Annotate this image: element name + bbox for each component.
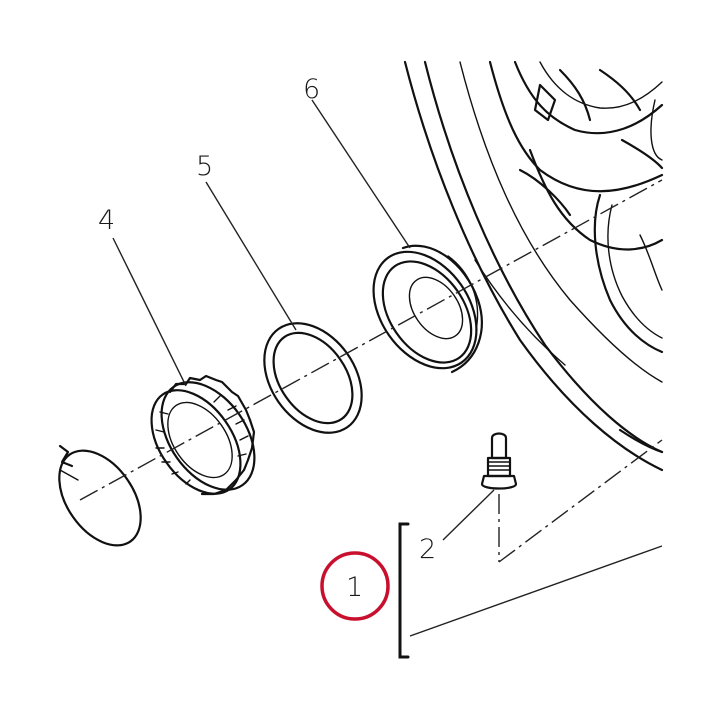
callout-6: 6 (303, 74, 320, 105)
part-2-valve (480, 432, 518, 490)
assembly-axes (79, 179, 663, 563)
callout-5: 5 (196, 151, 213, 182)
retaining-clip (58, 444, 142, 547)
leader-lines (112, 99, 663, 637)
wheel-rim (403, 60, 664, 472)
part-4-ring-nut (150, 374, 256, 496)
part-5-washer (263, 322, 363, 434)
callout-1: 1 (346, 572, 363, 603)
callout-2: 2 (419, 534, 436, 565)
callout-4: 4 (98, 205, 115, 236)
part-6-flanged-spacer (372, 244, 483, 374)
group-bracket (398, 522, 410, 659)
highlight-circle (320, 551, 390, 621)
